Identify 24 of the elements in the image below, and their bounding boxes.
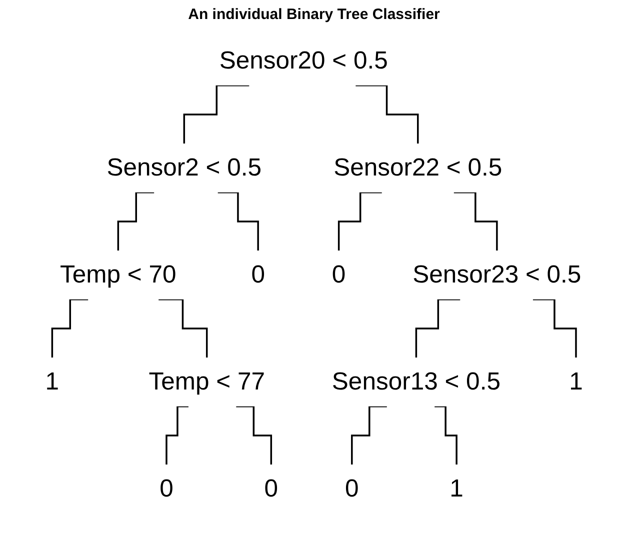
connector [218,192,259,252]
connector [350,405,387,466]
connector [236,405,272,466]
connector [338,192,382,252]
connector [117,192,154,252]
node-text: 1 [569,368,583,396]
connector [532,298,577,358]
node-text: 1 [450,474,464,502]
node-text: 0 [332,260,346,288]
connector [415,298,460,358]
connector [51,298,88,358]
node-text: 0 [344,474,359,502]
connector [454,192,498,252]
node-text: Sensor13 < 0.5 [332,368,500,396]
connector [434,405,458,466]
node-text: 0 [251,260,265,288]
connector [158,298,208,358]
node-text: 0 [160,474,174,502]
diagram-title: An individual Binary Tree Classifier [187,6,441,23]
connector [166,405,188,466]
connector [356,84,419,144]
connector [183,84,250,144]
node-text: 0 [264,474,278,502]
node-text: 1 [45,368,59,396]
